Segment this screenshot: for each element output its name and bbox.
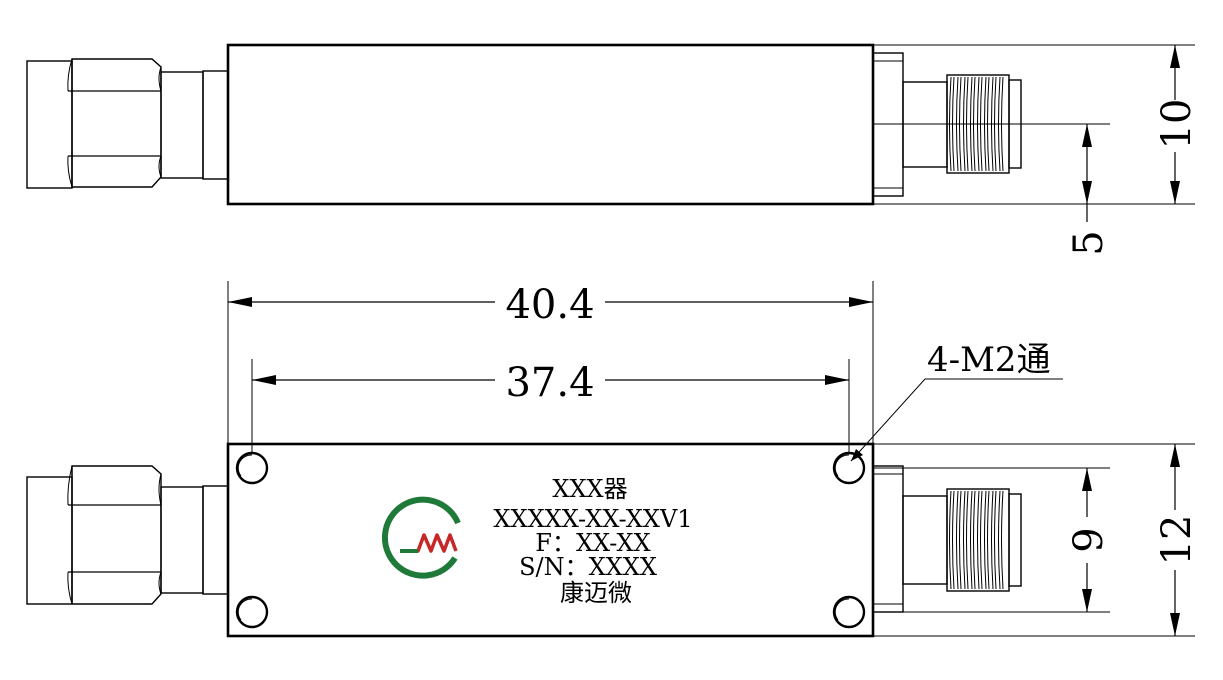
thread-line — [987, 490, 990, 590]
side-body — [226, 43, 875, 206]
thread-line — [973, 490, 976, 590]
dimension-height-10: 10 — [873, 44, 1200, 205]
nameplate-line-2: XXXXX-XX-XXV1 — [493, 505, 692, 533]
dim-label-12: 12 — [1154, 515, 1200, 566]
side-left-connector — [26, 58, 229, 189]
hole-callout: 4-M2通 — [850, 340, 1063, 462]
thread-line — [966, 490, 969, 590]
nameplate-line-3: F：XX-XX — [535, 529, 650, 557]
dim-label-10: 10 — [1154, 99, 1200, 150]
thread-line — [1001, 490, 1004, 590]
dim-label-9: 9 — [1066, 527, 1112, 552]
logo-ring — [381, 496, 461, 579]
dimension-hole-pitch-37-4: 37.4 — [251, 356, 850, 452]
thread-line — [952, 490, 955, 590]
nameplate: XXX器 XXXXX-XX-XXV1 F：XX-XX S/N：XXXX 康迈微 — [493, 475, 692, 607]
logo-wave — [402, 533, 458, 553]
mounting-hole — [235, 595, 269, 629]
thread-line — [984, 490, 987, 590]
thread-line — [994, 490, 997, 590]
dimension-offset-5: 5 — [1066, 124, 1112, 262]
mounting-hole — [235, 451, 269, 485]
nameplate-line-5: 康迈微 — [560, 579, 632, 607]
company-logo — [381, 496, 461, 579]
thread-line — [959, 490, 962, 590]
nameplate-line-4: S/N：XXXX — [519, 553, 657, 581]
mounting-hole — [832, 451, 866, 485]
dim-label-40-4: 40.4 — [505, 282, 594, 328]
thread-line — [970, 490, 973, 590]
dimension-width-12: 12 — [873, 443, 1200, 637]
mounting-hole — [832, 595, 866, 629]
thread-line — [977, 490, 980, 590]
thread-line — [949, 490, 952, 590]
dim-label-5: 5 — [1066, 230, 1112, 255]
side-view: 10 5 — [26, 43, 1200, 262]
thread-line — [963, 490, 966, 590]
top-right-connector — [872, 465, 1022, 613]
nameplate-line-1: XXX器 — [552, 475, 627, 503]
mounting-holes — [235, 451, 866, 629]
thread-line — [991, 490, 994, 590]
thread-line — [980, 490, 983, 590]
dimension-length-40-4: 40.4 — [227, 278, 874, 444]
callout-label-4-m2: 4-M2通 — [927, 340, 1051, 380]
thread-line — [956, 490, 959, 590]
top-view: 40.4 37.4 4-M2通 12 — [26, 278, 1200, 638]
dimension-hole-pitch-9: 9 — [873, 467, 1112, 613]
thread-line — [998, 490, 1001, 590]
dim-label-37-4: 37.4 — [505, 360, 594, 406]
top-left-connector — [26, 465, 229, 605]
